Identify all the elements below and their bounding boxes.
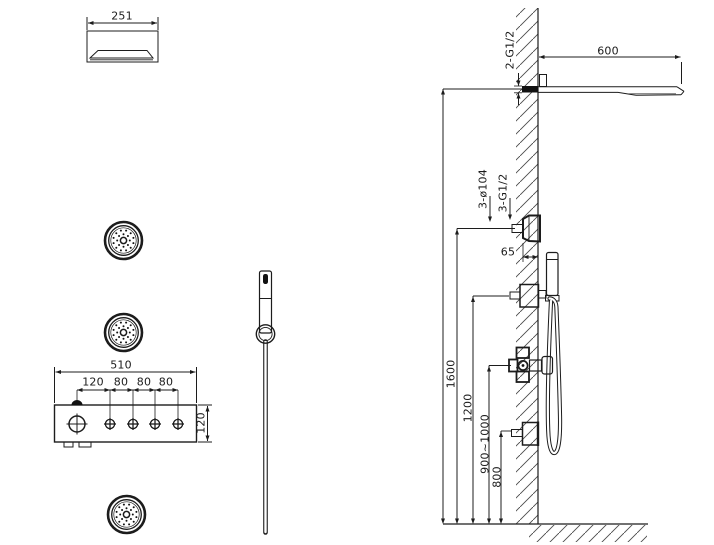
body-jet-3 [106, 494, 147, 535]
dim-arm-connection: 2-G1/2 [503, 30, 517, 70]
dim-jet-diameter: 3-ø104 [476, 169, 490, 209]
outlet-side-view [511, 421, 540, 446]
dim-panel-width: 510 [109, 358, 133, 372]
dim-height-outlet: 800 [490, 466, 504, 488]
control-panel-front-view [53, 367, 212, 448]
dim-jet-connection: 3-G1/2 [496, 173, 510, 213]
dim-height-mixer-valve: 900~1000 [478, 414, 492, 474]
body-jet-2 [103, 312, 144, 353]
overhead-shower-side-view [522, 74, 685, 96]
hand-shower-side-view [509, 251, 560, 308]
dim-panel-seg3: 80 [135, 375, 153, 389]
dim-height-hand-shower: 1200 [461, 393, 475, 423]
dim-head-width: 251 [110, 9, 134, 23]
height-dimensions [440, 88, 522, 525]
hand-shower-front-view [255, 270, 276, 535]
dim-panel-seg1: 120 [81, 375, 105, 389]
dim-panel-seg4: 80 [157, 375, 175, 389]
wall-hatch [516, 8, 538, 524]
dim-height-jets: 1600 [444, 359, 458, 389]
dim-jet-projection: 65 [499, 245, 517, 259]
installation-elevation [440, 8, 685, 542]
dim-panel-height: 120 [194, 412, 208, 434]
dim-arm-length: 600 [596, 44, 620, 58]
body-jet-1 [103, 220, 144, 261]
dim-panel-seg2: 80 [112, 375, 130, 389]
hand-shower-hose [545, 296, 563, 456]
shower-head-top-view [86, 17, 159, 63]
floor-hatch [529, 525, 647, 542]
